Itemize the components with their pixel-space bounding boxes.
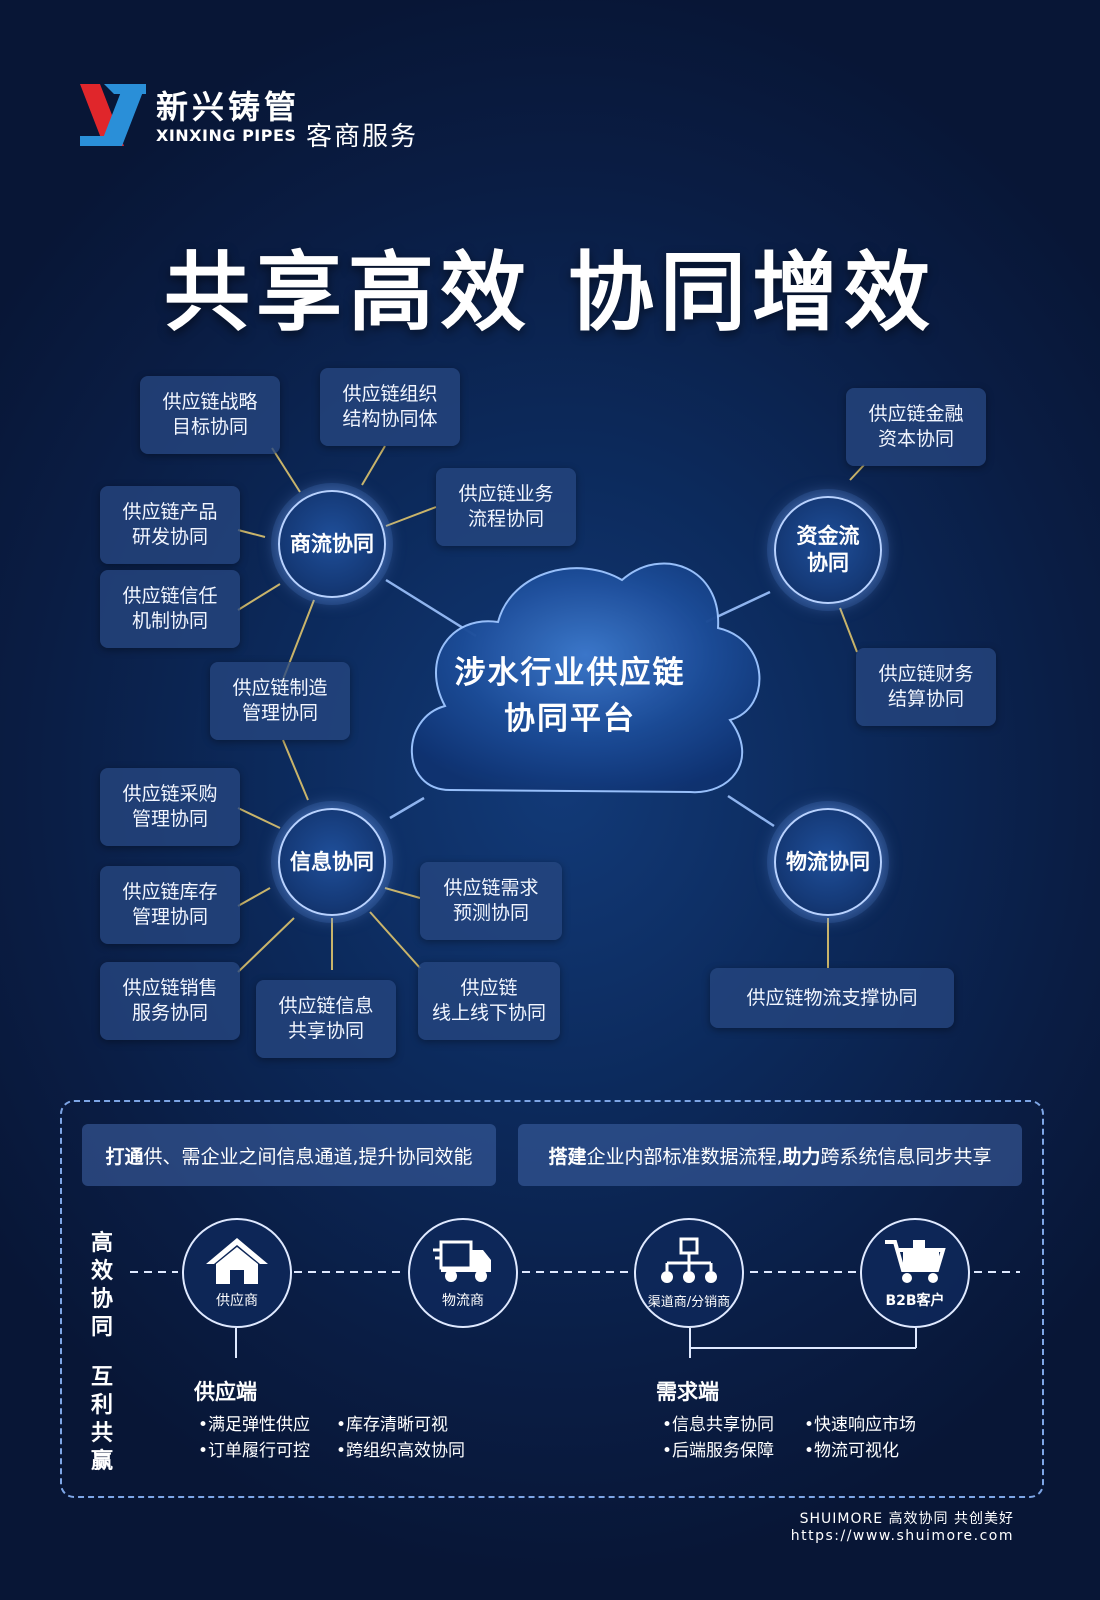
xinxing-logo bbox=[80, 84, 146, 146]
card-organization: 供应链组织 结构协同体 bbox=[320, 368, 460, 446]
footer-url[interactable]: https://www.shuimore.com bbox=[790, 1528, 1014, 1544]
hub-commerce-flow: 商流协同 bbox=[278, 490, 386, 598]
demand-side-title: 需求端 bbox=[656, 1380, 719, 1404]
node-supplier-label: 供应商 bbox=[216, 1293, 258, 1309]
banner-connect-bold: 打通 bbox=[105, 1145, 144, 1168]
node-channel-distributor: 渠道商/分销商 bbox=[634, 1218, 744, 1328]
card-inventory: 供应链库存 管理协同 bbox=[100, 866, 240, 944]
card-strategy: 供应链战略 目标协同 bbox=[140, 376, 280, 454]
node-supplier: 供应商 bbox=[182, 1218, 292, 1328]
node-channel-label: 渠道商/分销商 bbox=[647, 1294, 731, 1310]
house-icon bbox=[206, 1238, 268, 1284]
banner-assist-text: 跨系统信息同步共享 bbox=[820, 1145, 992, 1168]
card-sales-service: 供应链销售 服务协同 bbox=[100, 962, 240, 1040]
card-finance-capital: 供应链金融 资本协同 bbox=[846, 388, 986, 466]
demand-item: •信息共享协同 bbox=[662, 1415, 775, 1435]
page-title: 共享高效 协同增效 bbox=[164, 242, 936, 343]
supply-item: •库存清晰可视 bbox=[336, 1415, 449, 1435]
brand-name-cn: 新兴铸管 bbox=[156, 88, 301, 126]
card-online-offline: 供应链 线上线下协同 bbox=[418, 962, 560, 1040]
cloud-shape bbox=[410, 562, 761, 794]
side-label-efficient: 高效协同 bbox=[90, 1231, 113, 1340]
banner-build-text: 企业内部标准数据流程, bbox=[586, 1145, 783, 1168]
card-purchase: 供应链采购 管理协同 bbox=[100, 768, 240, 846]
truck-icon bbox=[433, 1240, 491, 1282]
supply-item: •订单履行可控 bbox=[198, 1441, 311, 1461]
collaboration-panel bbox=[60, 1100, 1044, 1498]
platform-label: 涉水行业供应链 协同平台 bbox=[454, 655, 686, 737]
side-label-win-win: 互利共赢 bbox=[90, 1365, 113, 1474]
hub-capital-flow: 资金流 协同 bbox=[774, 496, 882, 604]
shopping-cart-icon bbox=[885, 1240, 946, 1283]
supply-side-title: 供应端 bbox=[194, 1380, 257, 1404]
demand-item: •物流可视化 bbox=[804, 1441, 900, 1461]
card-financial-settlement: 供应链财务 结算协同 bbox=[856, 648, 996, 726]
card-information-sharing: 供应链信息 共享协同 bbox=[256, 980, 396, 1058]
service-label: 客商服务 bbox=[306, 122, 419, 152]
card-product-rd: 供应链产品 研发协同 bbox=[100, 486, 240, 564]
card-business-process: 供应链业务 流程协同 bbox=[436, 468, 576, 546]
banner-build-bold: 搭建 bbox=[548, 1145, 587, 1168]
demand-item: •后端服务保障 bbox=[662, 1441, 775, 1461]
banner-build: 搭建企业内部标准数据流程,助力跨系统信息同步共享 bbox=[518, 1124, 1022, 1186]
supply-item: •满足弹性供应 bbox=[198, 1415, 311, 1435]
node-logistics-provider-label: 物流商 bbox=[442, 1293, 484, 1309]
node-b2b-label: B2B客户 bbox=[885, 1293, 945, 1309]
card-manufacturing: 供应链制造 管理协同 bbox=[210, 662, 350, 740]
hub-information-flow: 信息协同 bbox=[278, 808, 386, 916]
footer-slogan: SHUIMORE 高效协同 共创美好 bbox=[799, 1511, 1014, 1527]
node-logistics-provider: 物流商 bbox=[408, 1218, 518, 1328]
card-logistics-support: 供应链物流支撑协同 bbox=[710, 968, 954, 1028]
supply-item: •跨组织高效协同 bbox=[336, 1441, 466, 1461]
banner-assist-bold: 助力 bbox=[782, 1145, 821, 1168]
banner-connect: 打通供、需企业之间信息通道,提升协同效能 bbox=[82, 1124, 496, 1186]
card-trust-mechanism: 供应链信任 机制协同 bbox=[100, 570, 240, 648]
hierarchy-icon bbox=[661, 1237, 717, 1283]
banner-connect-text: 供、需企业之间信息通道,提升协同效能 bbox=[143, 1145, 473, 1168]
brand-name-en: XINXING PIPES bbox=[156, 126, 297, 145]
node-b2b-customer: B2B客户 bbox=[860, 1218, 970, 1328]
card-demand-forecast: 供应链需求 预测协同 bbox=[420, 862, 562, 940]
demand-item: •快速响应市场 bbox=[804, 1415, 917, 1435]
hub-logistics-flow: 物流协同 bbox=[774, 808, 882, 916]
